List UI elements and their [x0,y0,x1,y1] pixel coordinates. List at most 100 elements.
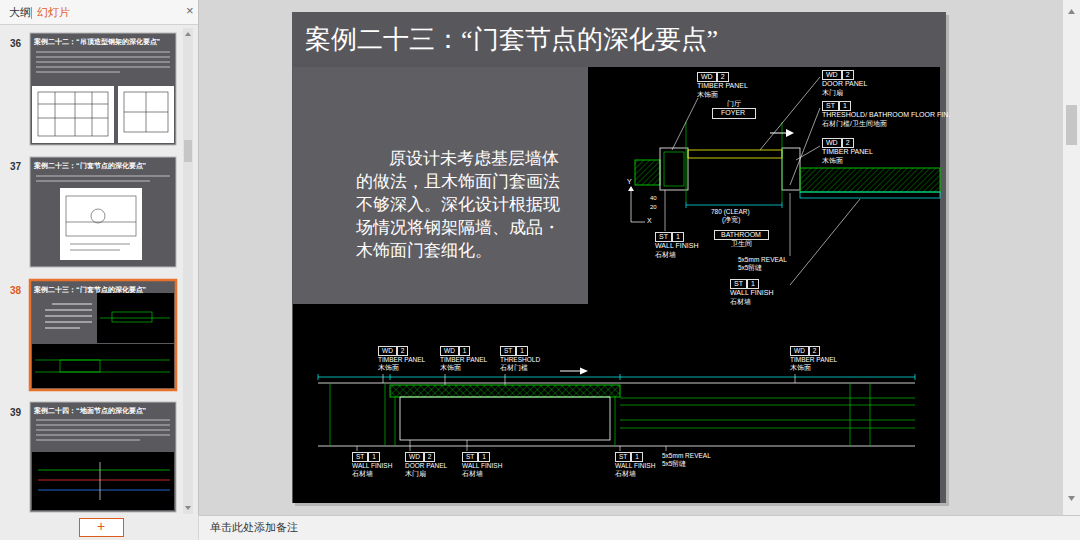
tag-code: 2 [842,70,854,80]
thumbnail-36-part [30,33,176,145]
right-scrollbar-part [1066,105,1077,145]
tag-description: 石材门槛 [500,364,542,372]
door-section-detail-part [870,383,871,446]
thumbnail-38-part-part [45,328,80,329]
thumbnail-39-part-part [36,419,170,420]
door-plan-detail-part [664,152,684,186]
thumbnail-38-part [30,280,176,390]
tag-description: 木门扇 [405,470,449,478]
thumbnail-37-part-part [36,180,150,181]
tag-code: 1 [672,232,684,242]
door-section-detail-part [385,383,386,446]
thumbnail-36-part-part [75,92,76,136]
door-section-detail-part [615,397,616,446]
thumbnail-37-part [66,196,136,250]
add-slide-icon: + [97,519,105,534]
tag-description: WALL FINISH [655,242,700,250]
tag-code: 2 [397,346,409,356]
door-section-detail-part [620,374,621,380]
door-section-detail-part [390,374,391,380]
door-plan-detail-part [660,148,688,190]
tag-code: WD [822,70,842,80]
tag-description: WALL FINISH [352,462,394,470]
door-section-detail-part-part [795,374,796,383]
door-plan-detail-part [760,77,820,150]
thumbnail-title: 案例二十二：“吊顶造型钢架的深化要点” [34,37,161,47]
thumbnail-36-part-part [38,118,108,119]
thumbnail-39-part-part [100,462,101,500]
room-name-box: FOYER [712,108,756,118]
slide-number: 38 [10,285,21,296]
tag-code: 2 [809,346,821,356]
notes-bar-part [199,515,1080,516]
thumbnail-title: 案例二十四：“地面节点的深化要点” [34,406,147,416]
slide-canvas: 案例二十三：“门套节点的深化要点”原设计未考虑基层墙体的做法，且木饰面门套画法不… [292,12,946,503]
thumbnail-title: 案例二十三：“门套节点的深化要点” [34,161,147,171]
tab-label: 大纲 [9,6,31,18]
door-section-detail-part-part [505,374,506,385]
tag-code: WD [440,346,459,356]
thumbnail-36 [30,33,176,145]
thumbnail-38 [30,280,176,390]
thumbnail-36-part-part [36,56,170,57]
text-box: 原设计未考虑基层墙体的做法，且木饰面门套画法不够深入。深化设计根据现场情况将钢架… [356,147,562,262]
tag-code: 1 [839,101,851,111]
material-tag: ST1WALL FINISH石材墙 [352,452,394,477]
notes-bar-part [199,515,1080,540]
slide-number: 39 [10,407,21,418]
slide-thumbnail: 案例二十三：“门套节点的深化要点” [34,285,147,295]
tag-code: 1 [631,452,643,462]
thumbnail-36-part-part [146,92,147,132]
thumbnail-38-part [97,293,174,343]
door-plan-detail-part [790,108,820,185]
room-name-box: BATHROOM [714,230,769,240]
left-panel-part [0,0,198,540]
slide-number: 36 [10,38,21,49]
door-plan-detail-part [686,122,687,202]
door-section-detail-part-part [383,374,384,383]
door-section-detail-part-part [357,446,358,451]
tag-description: 石材墙 [462,470,504,478]
dimension-number: 20 [650,204,657,211]
thumbnail-36-part-part [36,71,120,72]
slide-background-part [293,67,588,304]
thumbnail-38-part-part [35,372,170,373]
tag-code: ST [462,452,478,462]
thumbnail-36-part [38,92,168,136]
right-scrollbar-part [1068,496,1075,501]
notes-bar [199,515,1080,540]
door-section-detail-part [620,420,915,421]
door-plan-detail-part [782,148,800,190]
material-tag: ST1WALL FINISH石材墙 [655,232,700,259]
thumbnail-37-part-part [91,209,105,223]
tag-description: TIMBER PANEL [790,356,839,364]
material-tag: WD2TIMBER PANEL木饰面 [378,346,427,371]
right-scrollbar-part [1068,9,1075,14]
door-section-detail-part [318,446,915,447]
thumbnail-38-part-part [60,360,100,372]
thumbnail-36-part-part [36,51,170,52]
thumbnail-39-part [30,402,176,512]
tag-code: WD [405,452,424,462]
thumbnail-36-part [32,86,114,143]
material-tag: ST1WALL FINISH石材墙 [730,279,775,306]
left-panel [0,0,199,540]
thumbnail-39-part [38,462,170,500]
door-plan-detail-part [796,146,820,160]
thumbnail-title: 案例二十三：“门套节点的深化要点” [34,285,147,295]
axis-label: Y [627,178,632,186]
thumbnail-36-part-part [38,104,108,105]
thumbnail-37-part-part [66,196,136,236]
thumbnail-39-part-part [38,470,170,471]
tag-description: 木饰面 [822,157,874,165]
tag-description: THRESHOLD [500,356,542,364]
tag-description: 木饰面 [697,91,749,99]
tag-description: DOOR PANEL [822,80,869,88]
right-scrollbar [1063,0,1080,515]
material-tag: WD2TIMBER PANEL木饰面 [697,72,749,99]
left-panel-part [31,7,32,19]
tag-code: ST [655,232,672,242]
tag-code: WD [790,346,809,356]
door-plan-detail-part [628,186,634,191]
thumbnail-37-part-part [66,222,136,223]
